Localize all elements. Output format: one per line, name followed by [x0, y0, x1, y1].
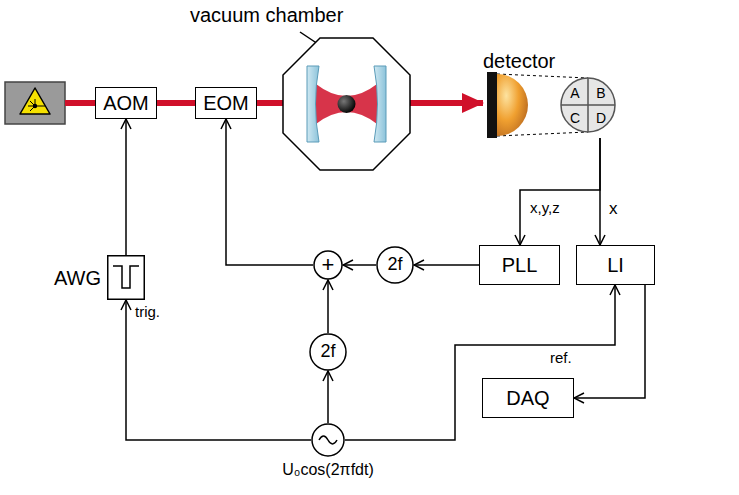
source-outline — [312, 424, 344, 456]
node-label: LI — [607, 254, 624, 276]
node-label: DAQ — [506, 387, 549, 409]
node-shape — [107, 255, 145, 300]
node-label: 2f — [320, 342, 335, 362]
node-shape — [311, 423, 345, 457]
cavity-mirror — [307, 66, 319, 142]
node-label: 2f — [387, 255, 402, 275]
node-label: AOM — [103, 92, 149, 114]
laser-beam — [257, 100, 283, 106]
node-heading: detector — [483, 50, 555, 72]
signal-wire — [574, 285, 645, 398]
signal-wire — [125, 119, 127, 255]
laser-beam — [410, 100, 483, 106]
awg-box: AWG — [107, 255, 145, 300]
signal-label: trig. — [133, 304, 162, 321]
node-label: PLL — [502, 254, 538, 276]
circle-outline — [314, 251, 342, 279]
quadrant-label: D — [596, 111, 606, 125]
levitated-particle — [338, 95, 356, 113]
signal-label: ref. — [548, 350, 574, 367]
quadrant-label: B — [596, 86, 605, 100]
quadrant-photodiode — [561, 78, 615, 132]
eom-box: EOM — [195, 87, 257, 119]
node-heading: vacuum chamber — [190, 4, 343, 26]
signal-wire — [520, 138, 600, 245]
node-label: + — [322, 253, 335, 277]
sine-symbol — [319, 436, 337, 444]
chamber-outline — [283, 38, 410, 170]
signal-label: x,y,z — [528, 200, 562, 217]
pulse-symbol — [113, 266, 139, 288]
laser-housing — [5, 82, 65, 124]
signal-wire — [599, 138, 601, 245]
aom-box: AOM — [95, 87, 157, 119]
signal-label: x — [607, 200, 620, 219]
quadrant-divider — [561, 78, 615, 132]
signal-wire — [345, 285, 615, 440]
node-label: EOM — [203, 92, 249, 114]
frequency-doubler: 2f — [376, 246, 414, 284]
lock-in-box: LI — [576, 245, 655, 285]
laser-beam — [65, 100, 95, 106]
signal-wire — [327, 371, 329, 423]
circle-outline — [310, 334, 346, 370]
signal-wire — [343, 264, 376, 266]
node-heading: U₀cos(2πfdt) — [282, 461, 373, 479]
summing-junction: + — [313, 250, 343, 280]
frequency-doubler: 2f — [309, 333, 347, 371]
pll-box: PLL — [479, 245, 560, 285]
detector-mount — [487, 72, 497, 138]
laser-symbol-rays — [28, 99, 45, 111]
quadrant-label: C — [570, 111, 580, 125]
signal-wire — [327, 280, 329, 333]
awg-outline — [108, 256, 145, 300]
signal-wire — [414, 264, 479, 266]
node-shape — [283, 38, 410, 170]
circle-outline — [377, 247, 413, 283]
laser-warning-sign — [20, 88, 50, 114]
daq-box: DAQ — [482, 378, 574, 418]
quadrant-label: A — [570, 86, 579, 100]
signal-wire — [126, 300, 311, 440]
node-heading: AWG — [54, 267, 101, 289]
cavity-mode — [316, 84, 377, 124]
laser-beam — [157, 100, 195, 106]
vacuum-chamber: vacuum chamber — [283, 38, 410, 170]
detector-beam-spot — [497, 74, 528, 136]
signal-source: U₀cos(2πfdt) — [311, 423, 345, 457]
cavity-mirror — [374, 66, 386, 142]
